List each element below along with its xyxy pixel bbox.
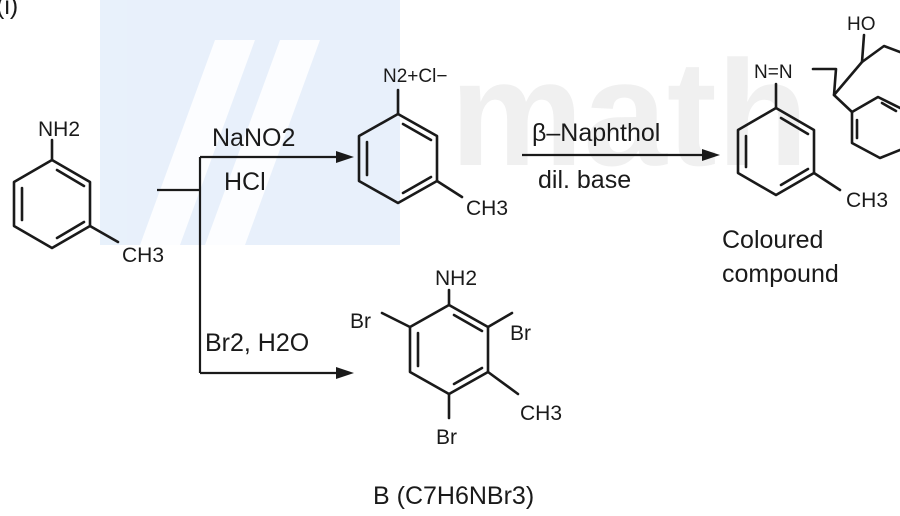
product-b-br-right: Br	[510, 322, 531, 345]
diazonium-group-label: N2+Cl−	[383, 66, 447, 87]
reagent-dil-base: dil. base	[538, 166, 631, 194]
watermark-text: math	[450, 29, 808, 197]
diazonium-ch3-label: CH3	[466, 197, 508, 220]
inner-double-bond	[779, 167, 810, 187]
diazonium-salt: N2+Cl− CH3	[357, 66, 508, 220]
methyl-bond	[435, 179, 464, 199]
product-b-caption: B (C7H6NBr3)	[373, 482, 534, 510]
hydroxyl-label: HO	[847, 14, 876, 35]
inner-double-bond	[880, 101, 898, 113]
watermark-slash-2	[205, 40, 320, 245]
watermark-slash-1	[140, 40, 255, 245]
benzene-ring	[736, 106, 816, 197]
azo-dye: N=N HO CH3 Coloured compound	[722, 14, 900, 288]
arrow-3-head	[336, 367, 354, 379]
benzene-ring	[408, 303, 490, 396]
naphthyl-ring	[832, 60, 864, 97]
starting-nh2-label: NH2	[38, 118, 80, 141]
starting-material: NH2 CH3	[12, 118, 164, 267]
azo-group-label: N=N	[754, 62, 793, 83]
product-b-nh2-label: NH2	[435, 267, 477, 290]
product-b-ch3-label: CH3	[520, 402, 562, 425]
inner-double-bond	[452, 313, 484, 333]
starting-ch3-label: CH3	[122, 244, 164, 267]
caption-coloured: Coloured	[722, 226, 823, 254]
reagent-beta-naphthol: β–Naphthol	[532, 119, 660, 147]
inner-double-bond	[401, 122, 433, 142]
naphthyl-ring	[811, 67, 900, 160]
methyl-bond	[812, 171, 842, 192]
inner-double-bond	[452, 366, 484, 386]
br-right-bond	[486, 311, 514, 329]
corner-label: (i)	[0, 0, 18, 20]
methyl-bond	[486, 370, 520, 396]
reagent-hcl: HCl	[224, 168, 266, 196]
product-b: NH2 Br Br CH3 Br B (C7H6NBr3)	[350, 267, 562, 510]
reagent-br2-h2o: Br2, H2O	[205, 329, 309, 357]
reagent-nano2: NaNO2	[212, 124, 295, 152]
arrow-2-head	[702, 149, 720, 161]
inner-double-bond	[401, 175, 433, 195]
oh-bond	[860, 33, 866, 64]
arrow-1-head	[336, 151, 354, 163]
br-left-bond	[380, 311, 412, 329]
benzene-ring	[12, 158, 92, 250]
arrow-reaction-3: Br2, H2O	[200, 329, 354, 379]
product-b-br-left: Br	[350, 310, 371, 333]
inner-double-bond	[55, 168, 86, 188]
inner-double-bond	[55, 220, 86, 240]
methyl-bond	[88, 224, 120, 244]
benzene-ring	[357, 112, 439, 205]
arrow-reaction-1: NaNO2 HCl	[200, 124, 354, 196]
inner-double-bond	[779, 116, 810, 136]
caption-compound: compound	[722, 260, 839, 288]
arrow-reaction-2: β–Naphthol dil. base	[522, 119, 720, 194]
naphthyl-ring	[850, 95, 900, 114]
azo-ch3-label: CH3	[846, 189, 888, 212]
naphthyl-ring	[860, 44, 900, 64]
product-b-br-bottom: Br	[436, 426, 457, 449]
watermark: math	[100, 0, 808, 245]
